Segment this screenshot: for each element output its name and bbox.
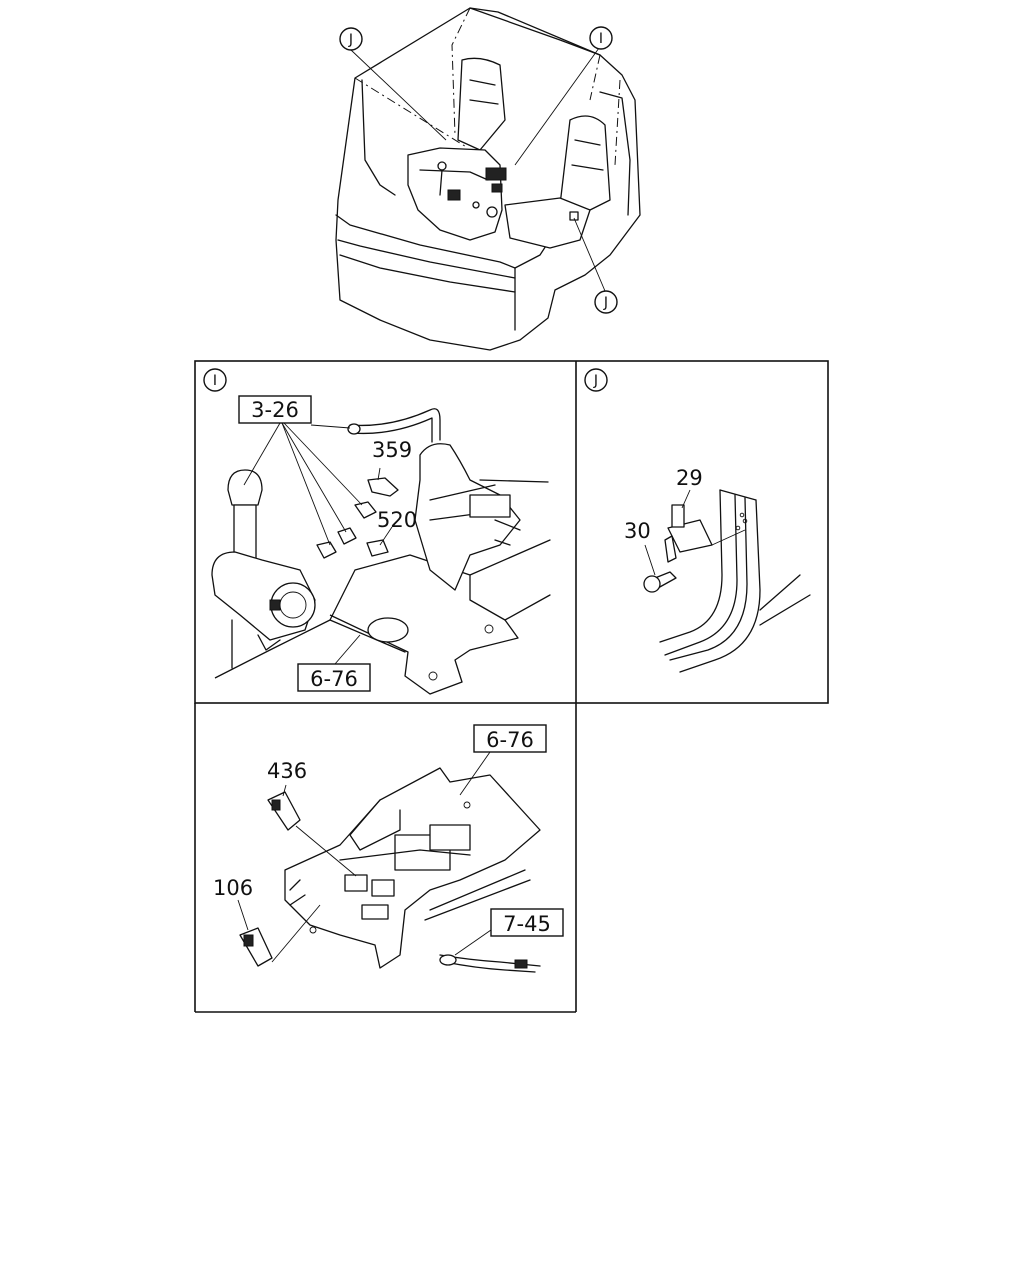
part-359-label: 359 bbox=[372, 438, 412, 462]
detail-j-marker: J bbox=[584, 368, 608, 392]
ref-box-7-45: 7-45 bbox=[490, 908, 564, 937]
cab-overview: J I J bbox=[335, 7, 641, 351]
svg-text:I: I bbox=[599, 31, 603, 47]
part-29-label: 29 bbox=[676, 466, 703, 490]
detail-i-panel: I 3-26 6-76 bbox=[203, 368, 551, 695]
part-436-label: 436 bbox=[267, 759, 307, 783]
ref-box-6-76-console: 6-76 bbox=[473, 724, 547, 753]
detail-j-panel: J 29 30 bbox=[584, 368, 811, 673]
svg-text:J: J bbox=[603, 295, 608, 311]
callout-j-bottom: J bbox=[594, 290, 618, 314]
callout-i-top: I bbox=[589, 26, 613, 50]
detail-i-marker: I bbox=[203, 368, 227, 392]
ref-box-6-76-i: 6-76 bbox=[297, 663, 371, 692]
detail-console-panel: 6-76 7-45 436 bbox=[213, 724, 564, 973]
svg-text:6-76: 6-76 bbox=[310, 667, 358, 691]
svg-text:J: J bbox=[593, 373, 598, 389]
svg-text:3-26: 3-26 bbox=[251, 398, 299, 422]
svg-text:J: J bbox=[348, 32, 353, 48]
svg-text:I: I bbox=[213, 373, 217, 389]
part-520-label: 520 bbox=[377, 508, 417, 532]
part-30-label: 30 bbox=[624, 519, 651, 543]
svg-text:6-76: 6-76 bbox=[486, 728, 534, 752]
part-106-label: 106 bbox=[213, 876, 253, 900]
detail-frames bbox=[194, 360, 829, 1013]
svg-text:7-45: 7-45 bbox=[503, 912, 551, 936]
callout-j-top: J bbox=[339, 27, 363, 51]
ref-box-3-26: 3-26 bbox=[238, 395, 312, 424]
